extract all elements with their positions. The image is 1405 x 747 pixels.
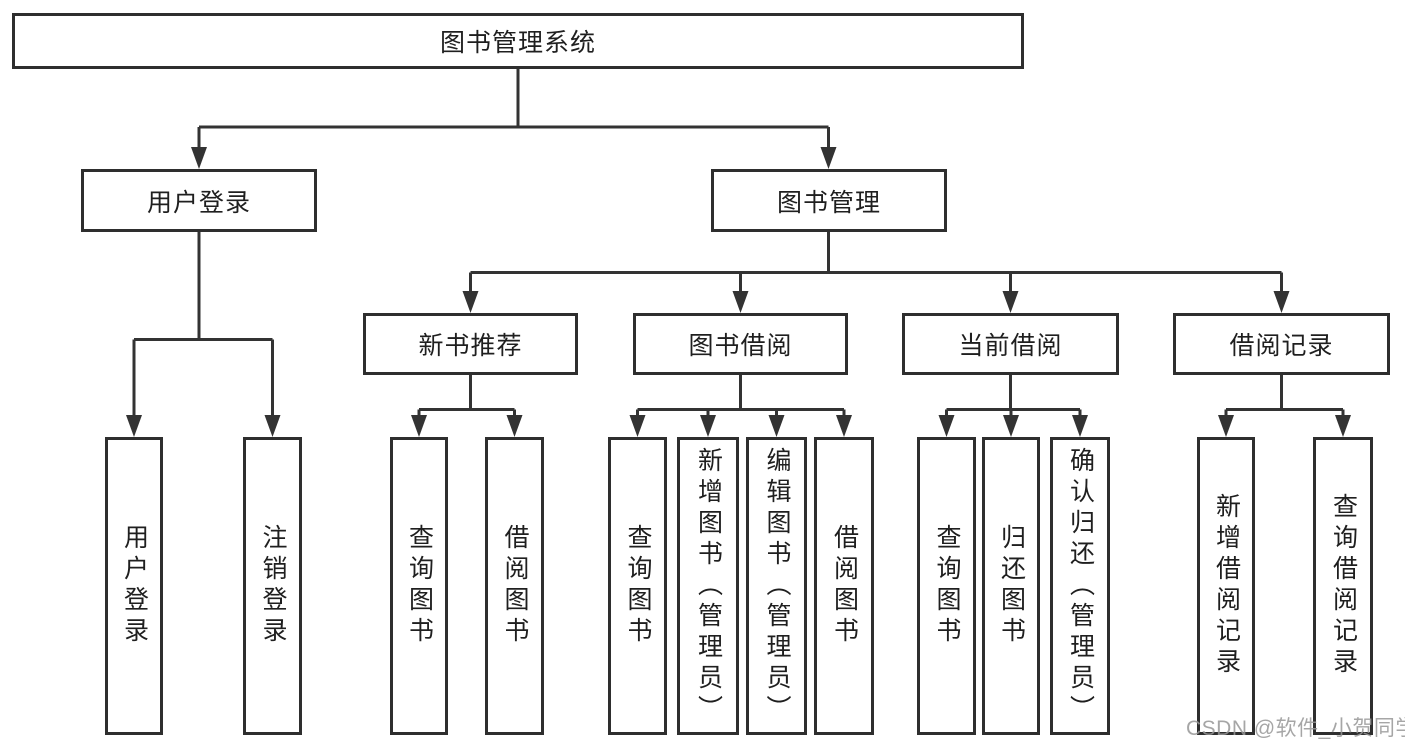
leaf-query-books-borrowing-label: 查询图书 xyxy=(624,524,652,648)
arrow-down-icon xyxy=(820,147,837,169)
node-borrow-records: 借阅记录 xyxy=(1173,313,1390,375)
leaf-edit-book-admin-label: 编辑图书（管理员） xyxy=(763,446,791,726)
leaf-add-borrow-record-label: 新增借阅记录 xyxy=(1212,493,1241,679)
arrow-down-icon xyxy=(191,147,207,169)
leaf-confirm-return-admin-label: 确认归还（管理员） xyxy=(1066,446,1095,726)
arrow-down-icon xyxy=(629,415,646,437)
arrow-down-icon xyxy=(506,415,523,437)
leaf-confirm-return-admin: 确认归还（管理员） xyxy=(1050,437,1110,735)
arrow-down-icon xyxy=(836,415,852,437)
arrow-down-icon xyxy=(768,415,785,437)
arrow-down-icon xyxy=(1218,415,1234,437)
leaf-logout: 注销登录 xyxy=(243,437,302,735)
arrow-down-icon xyxy=(462,291,479,313)
leaf-query-books-recommend-label: 查询图书 xyxy=(405,524,434,648)
arrow-down-icon xyxy=(938,415,955,437)
arrow-down-icon xyxy=(1002,291,1019,313)
arrow-down-icon xyxy=(1335,415,1351,437)
watermark: CSDN @软件_小贺同学 xyxy=(1186,717,1405,740)
node-user-login: 用户登录 xyxy=(81,169,317,232)
node-book-borrowing-label: 图书借阅 xyxy=(688,332,793,360)
node-root-label: 图书管理系统 xyxy=(439,29,596,57)
leaf-return-books-label: 归还图书 xyxy=(997,524,1026,648)
leaf-return-books: 归还图书 xyxy=(982,437,1040,735)
leaf-query-borrow-record: 查询借阅记录 xyxy=(1313,437,1373,735)
leaf-query-books-borrowing: 查询图书 xyxy=(608,437,667,735)
arrow-down-icon xyxy=(1273,291,1290,313)
node-new-book-recommend-label: 新书推荐 xyxy=(418,332,523,360)
arrow-down-icon xyxy=(732,291,749,313)
node-book-borrowing: 图书借阅 xyxy=(633,313,848,375)
leaf-borrow-books-borrowing-label: 借阅图书 xyxy=(830,524,859,648)
leaf-borrow-books-borrowing: 借阅图书 xyxy=(814,437,874,735)
leaf-logout-label: 注销登录 xyxy=(259,524,287,648)
leaf-add-book-admin-label: 新增图书（管理员） xyxy=(694,446,723,726)
node-current-borrowing-label: 当前借阅 xyxy=(958,332,1063,360)
leaf-add-borrow-record: 新增借阅记录 xyxy=(1197,437,1255,735)
node-borrow-records-label: 借阅记录 xyxy=(1229,332,1334,360)
arrow-down-icon xyxy=(1072,415,1088,437)
leaf-query-borrow-record-label: 查询借阅记录 xyxy=(1329,493,1358,679)
leaf-query-books-current-label: 查询图书 xyxy=(933,524,961,648)
leaf-edit-book-admin: 编辑图书（管理员） xyxy=(746,437,807,735)
arrow-down-icon xyxy=(264,415,281,437)
leaf-user-login: 用户登录 xyxy=(105,437,163,735)
leaf-borrow-books-recommend: 借阅图书 xyxy=(485,437,544,735)
leaf-borrow-books-recommend-label: 借阅图书 xyxy=(501,524,529,648)
leaf-add-book-admin: 新增图书（管理员） xyxy=(677,437,739,735)
node-user-login-label: 用户登录 xyxy=(146,188,251,217)
node-book-management-label: 图书管理 xyxy=(776,188,881,217)
node-root: 图书管理系统 xyxy=(12,13,1024,69)
node-book-management: 图书管理 xyxy=(711,169,947,232)
arrow-down-icon xyxy=(700,415,716,437)
connector-paths xyxy=(132,69,1345,420)
leaf-query-books-current: 查询图书 xyxy=(917,437,976,735)
leaf-user-login-label: 用户登录 xyxy=(120,524,149,648)
arrow-down-icon xyxy=(126,415,142,437)
arrow-down-icon xyxy=(411,415,427,437)
arrow-down-icon xyxy=(1003,415,1019,437)
node-new-book-recommend: 新书推荐 xyxy=(363,313,578,375)
leaf-query-books-recommend: 查询图书 xyxy=(390,437,448,735)
node-current-borrowing: 当前借阅 xyxy=(902,313,1119,375)
